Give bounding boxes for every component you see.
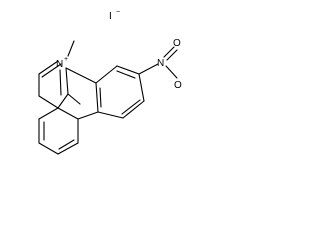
bond-c12-c13-double — [121, 99, 141, 115]
bond-c11-c12 — [138, 73, 145, 102]
bond-c3a-c4 — [38, 107, 59, 120]
bond-c6-c6a — [57, 142, 79, 155]
nitro-group: N O O — [138, 38, 182, 91]
bond-c3-c3a — [38, 95, 59, 109]
bond-c9c-c10 — [95, 65, 118, 84]
nitro-oxygen-top-label: O — [173, 38, 181, 49]
iodide-charge: − — [116, 9, 120, 16]
bond-c6b-c3a — [57, 107, 79, 120]
bond-c9b-c9a — [65, 67, 69, 95]
bond-c11-nitro-n — [138, 63, 159, 75]
pyridinium-nitrogen: N + — [56, 56, 68, 70]
molecule-diagram: I − — [38, 9, 182, 155]
bond-c9a-c9c — [65, 67, 97, 84]
bond-c6-c6a-double — [58, 139, 75, 150]
bond-c3a-c9b — [57, 93, 69, 109]
pyridinium-ring — [38, 60, 69, 109]
bond-n-c2-double — [41, 63, 62, 78]
bond-c13-c7a — [97, 111, 124, 119]
bond-nitro-n-o2 — [165, 65, 178, 79]
bond-c6b-c7a — [77, 111, 99, 120]
n-methyl-group — [67, 40, 75, 57]
nitro-nitrogen-label: N — [157, 58, 164, 69]
fluorene-five-ring — [65, 67, 99, 120]
iodine-label: I — [109, 11, 112, 22]
bond-nitro-n-o1-double — [166, 49, 178, 61]
nitro-oxygen-bottom-label: O — [174, 80, 182, 91]
ring-nitrogen-label: N — [56, 59, 63, 70]
ring-nitrogen-charge: + — [64, 56, 68, 63]
bond-c9b-inner — [67, 93, 81, 105]
iodide-ion: I − — [109, 9, 120, 22]
nitrobenzo-ring — [95, 65, 145, 119]
bond-nitro-n-o1 — [163, 46, 175, 58]
bond-c12-c13 — [122, 100, 145, 119]
bond-c5-c6 — [38, 142, 59, 155]
benzo-ring — [38, 107, 79, 155]
bond-c9c-c7a-double — [99, 87, 102, 108]
bond-c9c-c7a — [95, 82, 99, 113]
bond-c10-c11 — [116, 65, 140, 75]
bond-c9b-c9a-double — [59, 69, 62, 96]
bond-n-c2 — [38, 60, 59, 75]
bond-c10-c11-double — [116, 70, 136, 79]
bond-n-methyl — [67, 40, 75, 57]
